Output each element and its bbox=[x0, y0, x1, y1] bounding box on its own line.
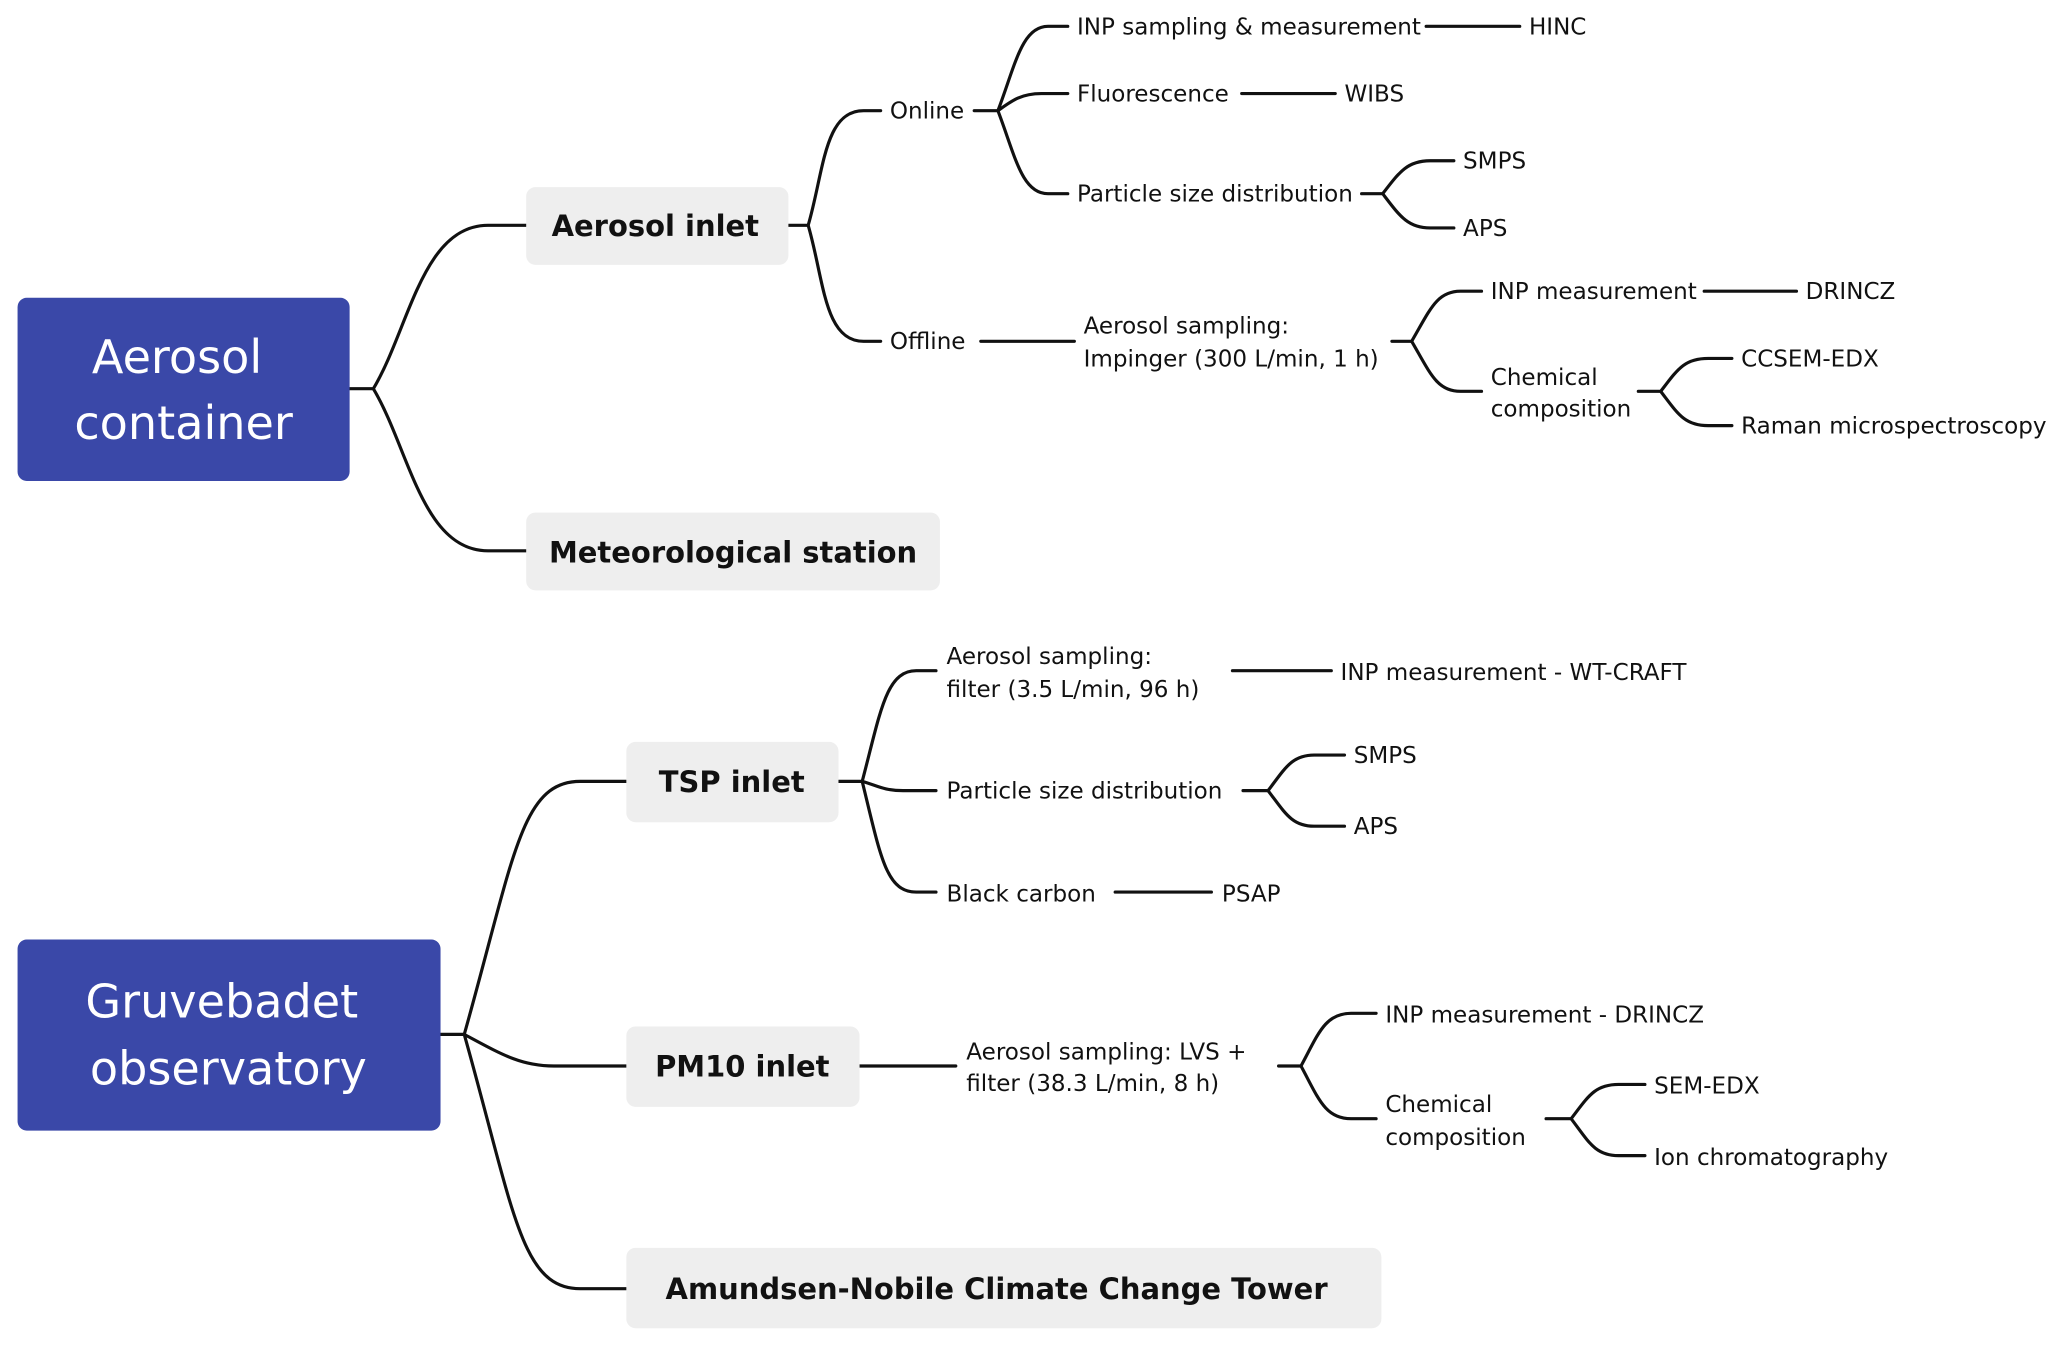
edge-inlet-online bbox=[786, 109, 883, 227]
node-impinger-sampling[interactable]: Aerosol sampling: Impinger (300 L/min, 1… bbox=[1084, 313, 1379, 372]
connector-lines bbox=[348, 24, 1799, 1291]
branch-label: Amundsen-Nobile Climate Change Tower bbox=[666, 1272, 1329, 1306]
branch-climate-change-tower[interactable]: Amundsen-Nobile Climate Change Tower bbox=[626, 1247, 1382, 1329]
edge-root1-met-station bbox=[371, 387, 530, 553]
node-filter-sampling[interactable]: Aerosol sampling: filter (3.5 L/min, 96 … bbox=[947, 644, 1200, 703]
node-impinger-line2: Impinger (300 L/min, 1 h) bbox=[1084, 346, 1379, 372]
branch-aerosol-inlet[interactable]: Aerosol inlet bbox=[526, 187, 789, 265]
edge-chem-raman bbox=[1659, 389, 1734, 428]
node-chem-line1: Chemical bbox=[1385, 1092, 1492, 1118]
node-fluorescence[interactable]: Fluorescence bbox=[1077, 81, 1229, 107]
edge-psd-smps bbox=[1360, 159, 1456, 196]
node-raman[interactable]: Raman microspectroscopy bbox=[1741, 414, 2046, 440]
edge-online-psd bbox=[996, 109, 1070, 196]
edge-tsp-filter bbox=[836, 669, 938, 783]
branch-label: TSP inlet bbox=[659, 765, 805, 799]
edge-chem-ccsem bbox=[1636, 356, 1734, 393]
root-label-line1: Aerosol bbox=[92, 330, 262, 384]
edge-root2-pm10 bbox=[462, 1032, 628, 1068]
node-filter-line1: Aerosol sampling: bbox=[947, 644, 1152, 670]
node-black-carbon[interactable]: Black carbon bbox=[947, 881, 1096, 907]
node-lvs-sampling[interactable]: Aerosol sampling: LVS + filter (38.3 L/m… bbox=[966, 1039, 1246, 1097]
edge-root2-tsp bbox=[438, 779, 628, 1036]
root-node-gruvebadet-observatory[interactable]: Gruvebadet observatory bbox=[17, 939, 441, 1131]
edge-lvs-chem bbox=[1299, 1064, 1378, 1121]
tree-aerosol-container: Aerosol container Aerosol inlet Meteorol… bbox=[17, 14, 2046, 591]
node-aps[interactable]: APS bbox=[1354, 814, 1398, 840]
node-aps[interactable]: APS bbox=[1463, 216, 1507, 242]
root-node-aerosol-container[interactable]: Aerosol container bbox=[17, 297, 350, 481]
node-sem-edx[interactable]: SEM-EDX bbox=[1654, 1074, 1760, 1100]
node-psap[interactable]: PSAP bbox=[1222, 881, 1281, 907]
edge-psd-aps bbox=[1381, 192, 1456, 230]
root-label-line1: Gruvebadet bbox=[85, 974, 358, 1028]
node-particle-size-distribution[interactable]: Particle size distribution bbox=[947, 779, 1223, 805]
node-ion-chromatography[interactable]: Ion chromatography bbox=[1654, 1145, 1888, 1171]
branch-meteorological-station[interactable]: Meteorological station bbox=[526, 512, 940, 591]
edge-tsp-psd bbox=[860, 779, 938, 793]
node-offline[interactable]: Offline bbox=[890, 329, 966, 355]
edge-online-inp bbox=[972, 24, 1070, 113]
node-chem-line2: composition bbox=[1491, 396, 1632, 422]
edge-impinger-chem bbox=[1410, 339, 1484, 393]
node-chem-line2: composition bbox=[1385, 1125, 1526, 1151]
branch-label: Aerosol inlet bbox=[552, 209, 760, 243]
branch-label: PM10 inlet bbox=[655, 1050, 830, 1084]
node-inp-measurement[interactable]: INP measurement bbox=[1491, 279, 1697, 305]
edge-tsp-bc bbox=[860, 779, 938, 894]
edge-impinger-inp bbox=[1390, 289, 1484, 343]
edge-lvs-inp bbox=[1277, 1011, 1378, 1068]
edge-root1-aerosol-inlet bbox=[348, 223, 530, 391]
node-filter-line2: filter (3.5 L/min, 96 h) bbox=[947, 677, 1200, 703]
node-lvs-line2: filter (38.3 L/min, 8 h) bbox=[966, 1071, 1219, 1097]
edge-psd2-smps bbox=[1241, 753, 1347, 793]
node-smps[interactable]: SMPS bbox=[1463, 149, 1526, 175]
branch-label: Meteorological station bbox=[549, 536, 917, 570]
node-ccsem-edx[interactable]: CCSEM-EDX bbox=[1741, 346, 1879, 372]
tree-gruvebadet-observatory: Gruvebadet observatory TSP inlet PM10 in… bbox=[17, 644, 1888, 1329]
edge-online-fluor bbox=[996, 91, 1070, 113]
node-impinger-line1: Aerosol sampling: bbox=[1084, 313, 1289, 339]
edge-root2-tower bbox=[462, 1032, 628, 1291]
root-label-line2: observatory bbox=[90, 1041, 367, 1095]
node-inp-wt-craft[interactable]: INP measurement - WT-CRAFT bbox=[1341, 660, 1688, 686]
edge-psd2-aps bbox=[1266, 789, 1347, 828]
branch-tsp-inlet[interactable]: TSP inlet bbox=[626, 741, 839, 823]
node-drincz[interactable]: DRINCZ bbox=[1806, 279, 1896, 305]
root-label-line2: container bbox=[74, 396, 293, 450]
node-lvs-line1: Aerosol sampling: LVS + bbox=[966, 1039, 1246, 1065]
node-smps[interactable]: SMPS bbox=[1354, 743, 1417, 769]
node-inp-sampling[interactable]: INP sampling & measurement bbox=[1077, 14, 1421, 40]
node-hinc[interactable]: HINC bbox=[1529, 14, 1586, 40]
branch-pm10-inlet[interactable]: PM10 inlet bbox=[626, 1026, 860, 1107]
node-wibs[interactable]: WIBS bbox=[1344, 81, 1404, 107]
edge-chem2-ion bbox=[1569, 1117, 1647, 1158]
node-particle-size-distribution[interactable]: Particle size distribution bbox=[1077, 182, 1353, 208]
node-inp-drincz[interactable]: INP measurement - DRINCZ bbox=[1385, 1003, 1704, 1029]
node-chem-line1: Chemical bbox=[1491, 365, 1598, 391]
node-chemical-composition[interactable]: Chemical composition bbox=[1491, 365, 1632, 423]
node-chemical-composition[interactable]: Chemical composition bbox=[1385, 1092, 1526, 1151]
edge-inlet-offline bbox=[806, 223, 883, 343]
edge-chem2-sem bbox=[1544, 1082, 1647, 1121]
node-online[interactable]: Online bbox=[890, 99, 964, 125]
